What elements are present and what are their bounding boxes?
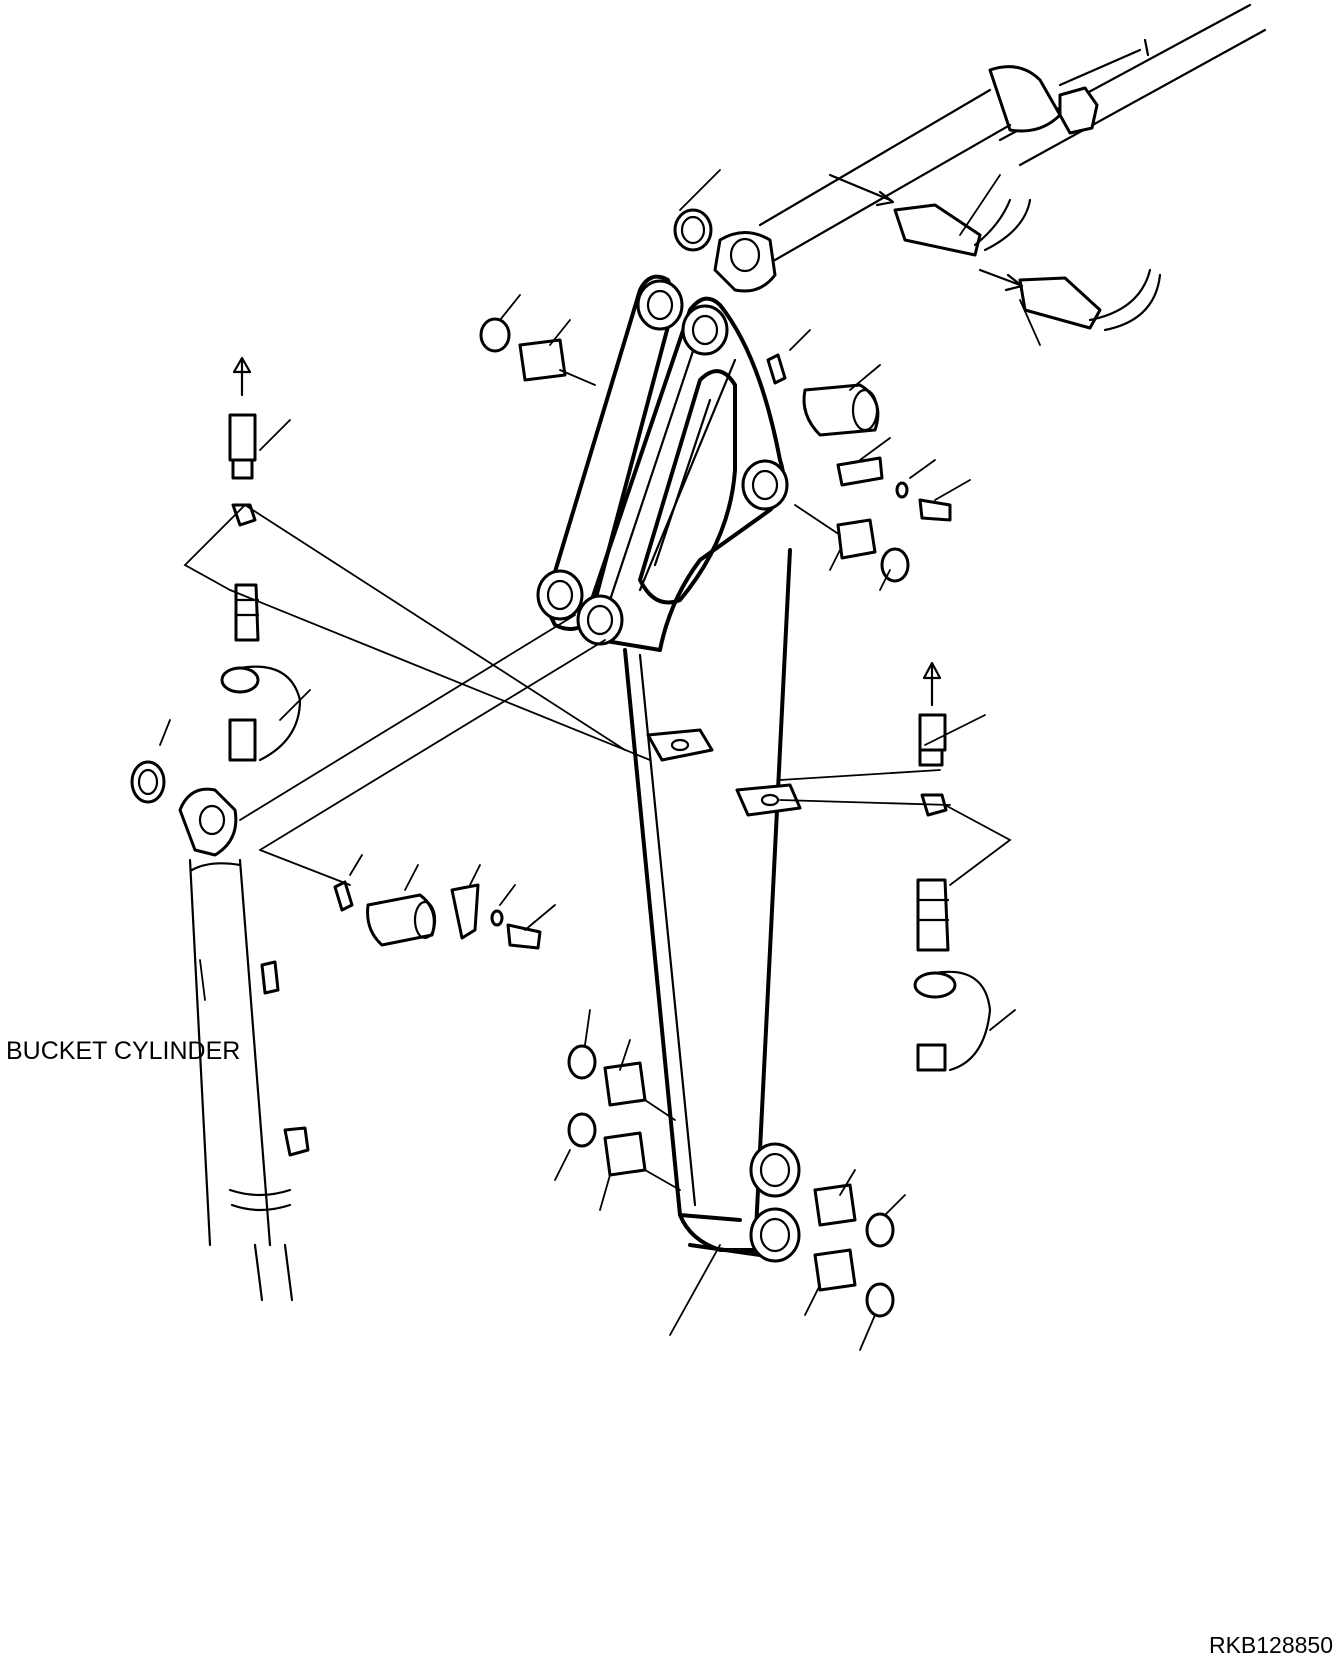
washer-left (130, 760, 166, 804)
boom-cylinder (713, 3, 1267, 293)
arm-body (536, 274, 802, 1263)
grease-fitting-right (913, 661, 992, 1072)
bushing-upper-left (479, 317, 567, 382)
lock-plate-upper (836, 456, 952, 522)
leader-lines (159, 169, 1041, 1351)
pin-upper (766, 353, 880, 437)
hose-fitting-top-2 (978, 268, 1162, 332)
drawing-reference-code: RKB128850 (1208, 1632, 1333, 1658)
bushings-lower (567, 1044, 895, 1318)
hose-fitting-top-1 (828, 173, 1032, 257)
washer-top-1 (673, 208, 713, 252)
grease-fitting-left (220, 356, 302, 762)
bushing-upper-right (836, 518, 910, 583)
bucket-cylinder-label: BUCKET CYLINDER (6, 1037, 241, 1065)
pin-lower (333, 880, 542, 950)
bucket-cylinder (178, 787, 310, 1302)
